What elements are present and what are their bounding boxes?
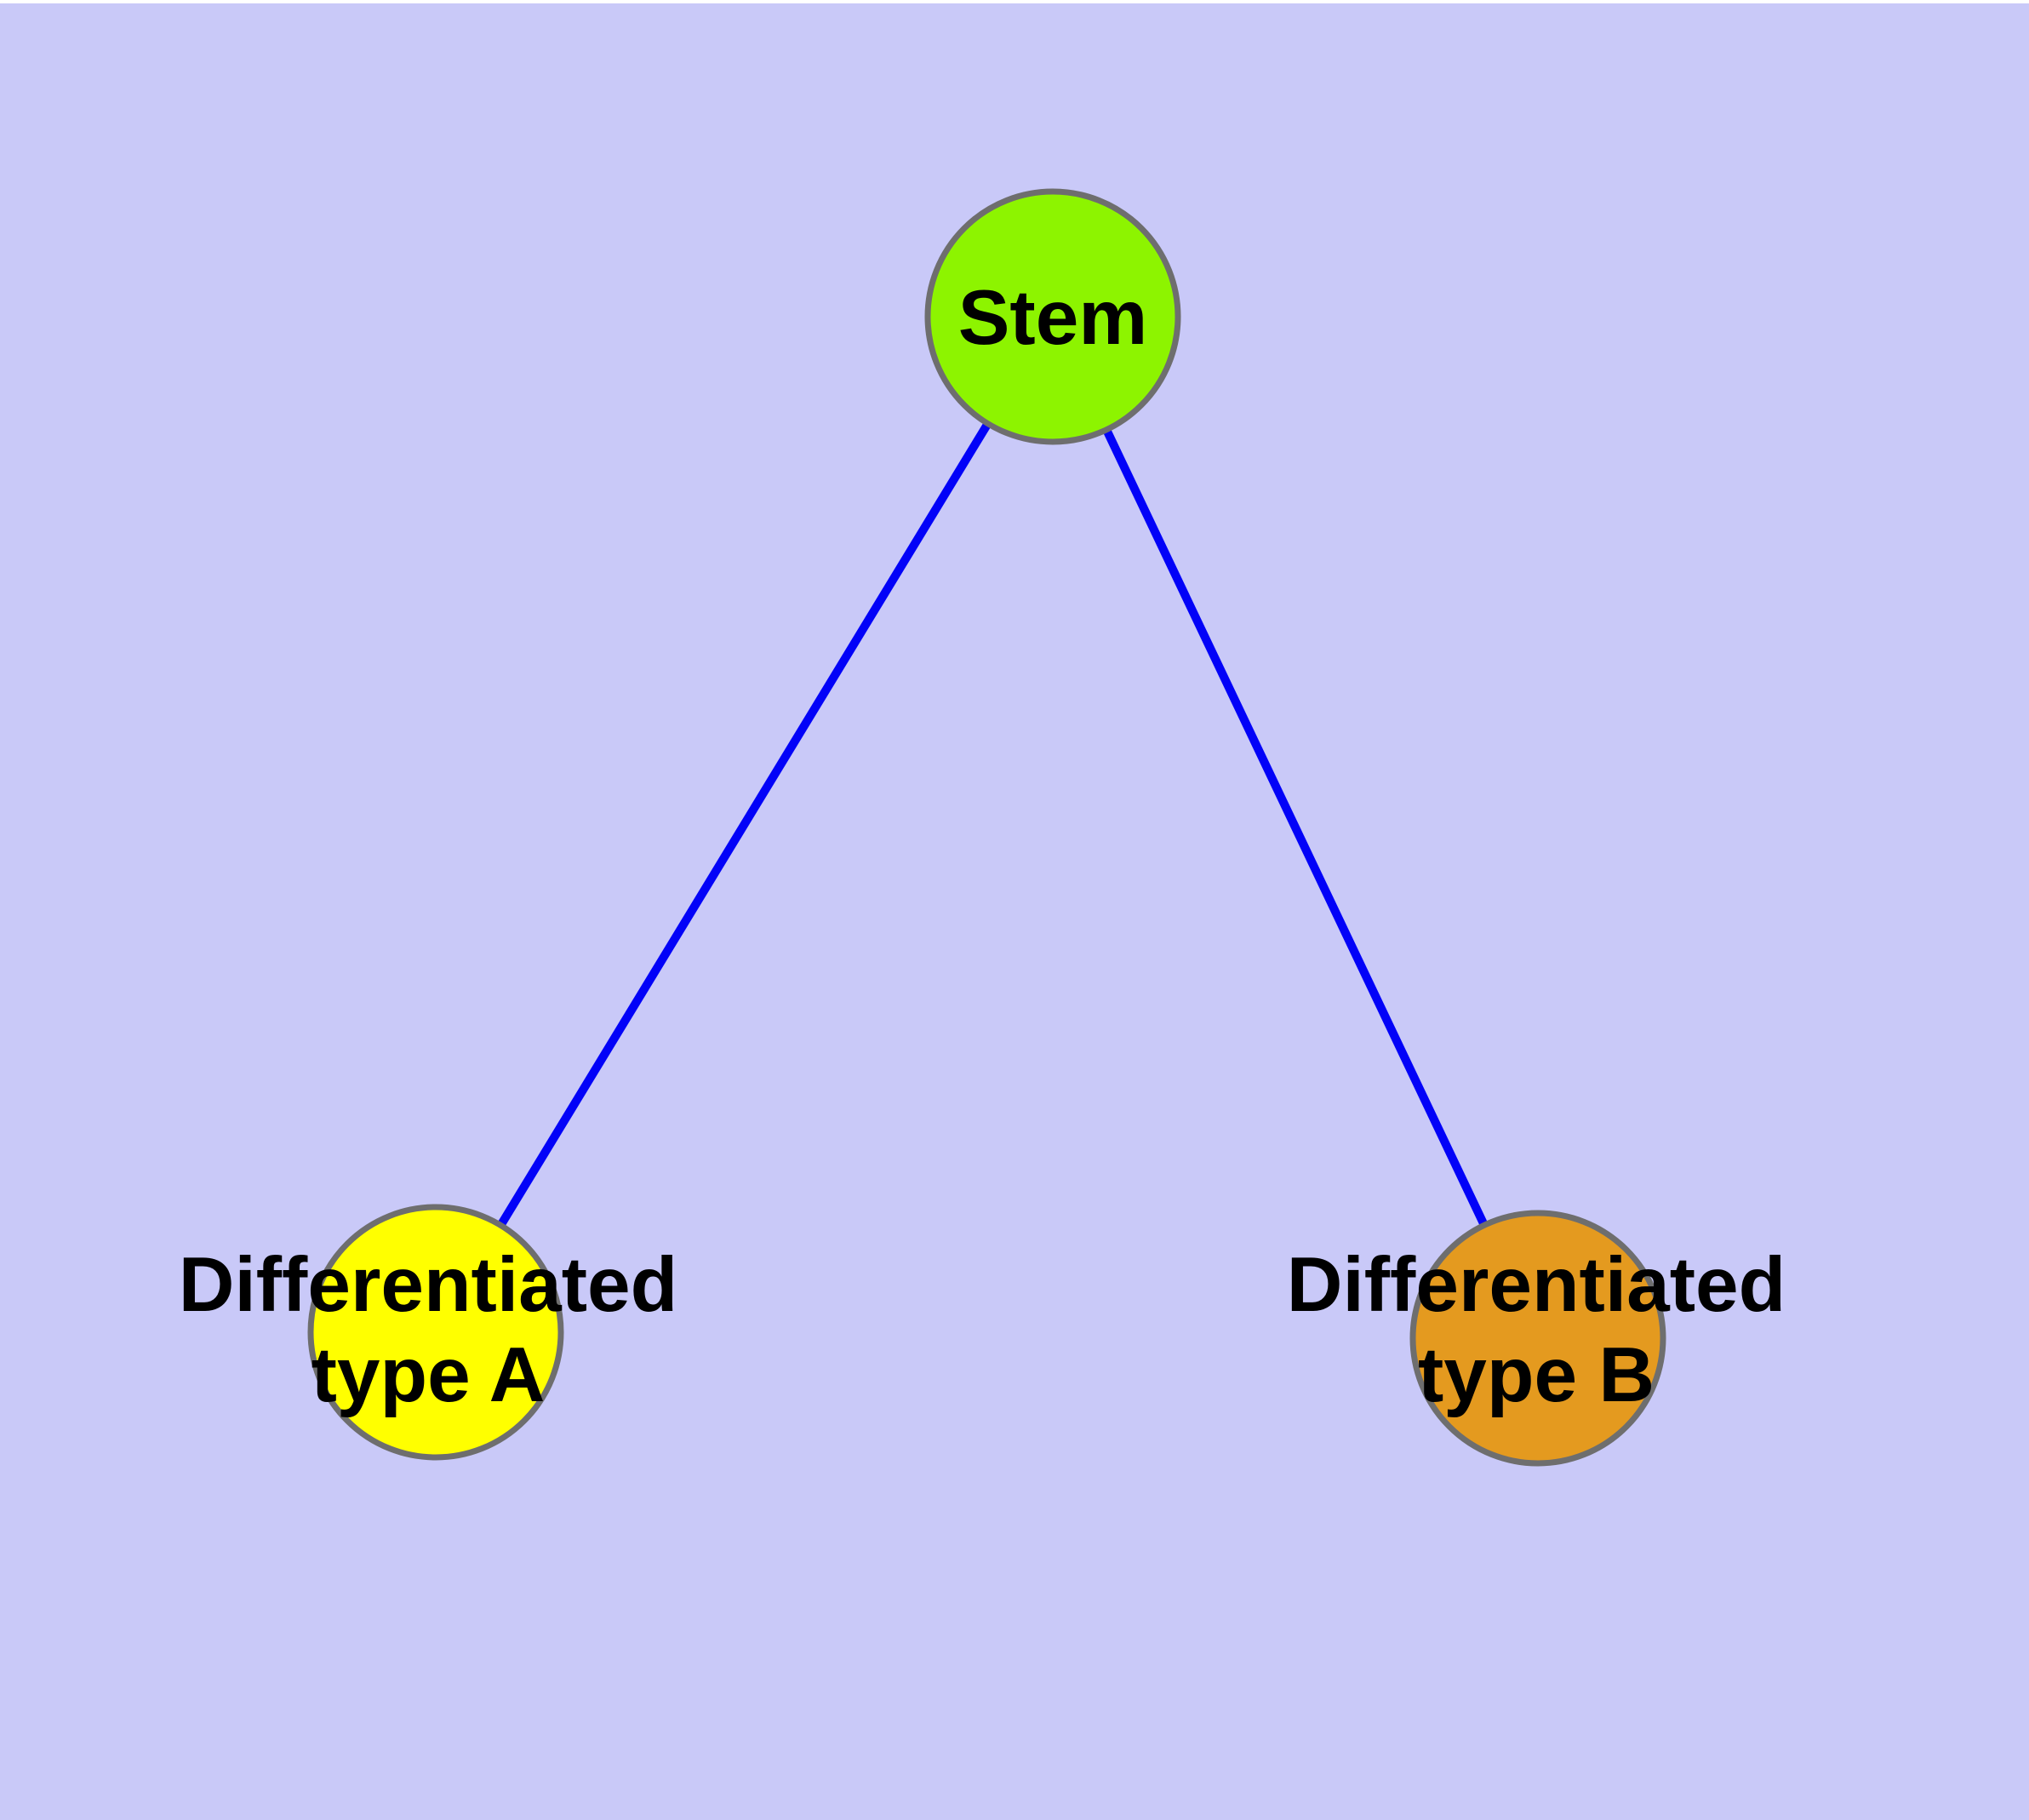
edge-stem-to-type-b bbox=[1049, 314, 1542, 1341]
node-label-type-a-line1: Differentiated bbox=[178, 1242, 678, 1328]
edge-stem-to-type-a bbox=[432, 314, 1057, 1335]
top-margin-strip bbox=[0, 0, 2029, 3]
node-circle-type-a bbox=[307, 1204, 564, 1461]
node-label-stem-line: Stem bbox=[957, 275, 1148, 361]
node-label-type-b: Differentiated type B bbox=[1287, 1240, 1786, 1421]
node-label-type-b-line2: type B bbox=[1417, 1332, 1655, 1418]
node-label-stem: Stem bbox=[958, 273, 1148, 363]
node-circle-type-b bbox=[1409, 1210, 1666, 1467]
node-label-type-a: Differentiated type A bbox=[179, 1240, 678, 1421]
node-circle-stem bbox=[924, 188, 1181, 445]
node-label-type-b-line1: Differentiated bbox=[1286, 1242, 1786, 1328]
node-label-type-a-line2: type A bbox=[311, 1332, 546, 1418]
